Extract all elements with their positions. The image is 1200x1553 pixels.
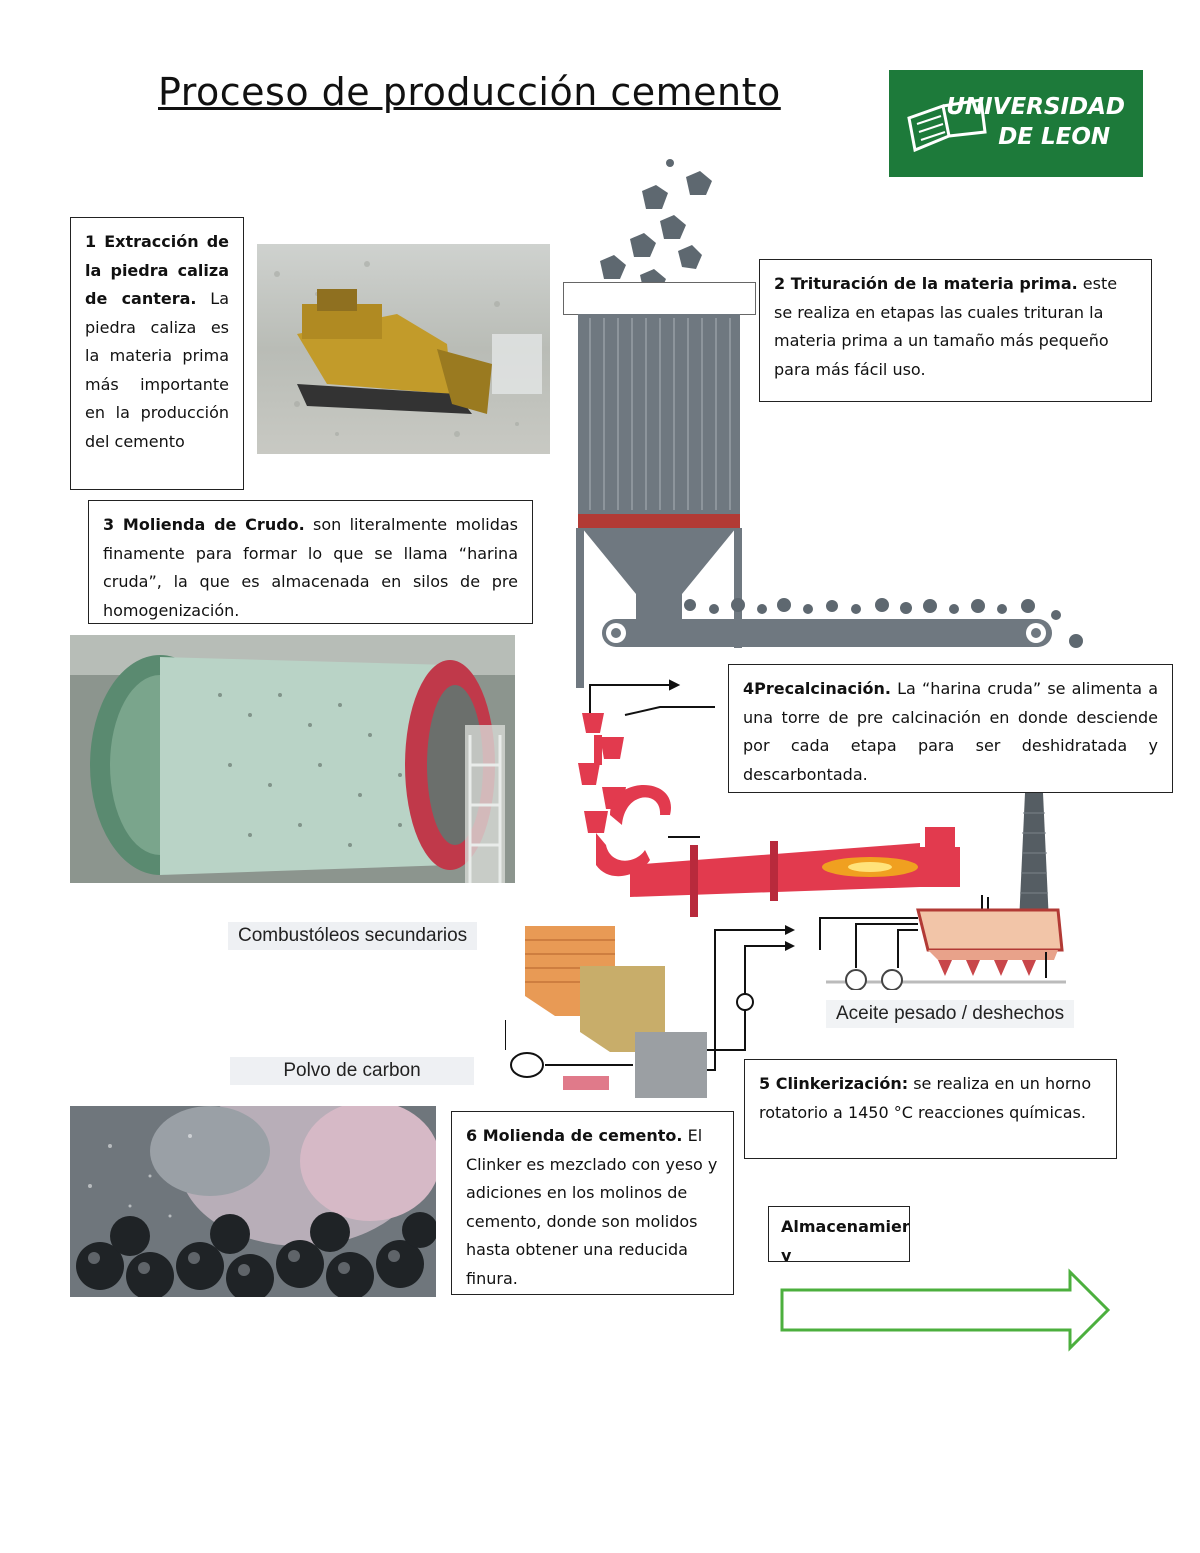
label-secondary-fuels: Combustóleos secundarios bbox=[228, 922, 478, 950]
stones-icon bbox=[600, 159, 712, 295]
kiln-and-preheater bbox=[578, 679, 989, 917]
logo-line-1: UNIVERSIDAD bbox=[946, 94, 1125, 120]
silo bbox=[576, 314, 742, 688]
step-6-heading: 6 Molienda de cemento. bbox=[466, 1126, 683, 1145]
step-7-box: Almacenamiento y bbox=[768, 1206, 910, 1262]
step-5-heading: 5 Clinkerización: bbox=[759, 1074, 909, 1093]
step-6-box: 6 Molienda de cemento. El Clinker es mez… bbox=[451, 1111, 734, 1295]
conveyor-belt bbox=[602, 598, 1083, 648]
step-2-heading: 2 Trituración de la materia prima. bbox=[774, 274, 1078, 293]
step-3-box: 3 Molienda de Crudo. son literalmente mo… bbox=[88, 500, 533, 624]
step-1-heading: 1 Extracción de la piedra caliza de cant… bbox=[85, 232, 229, 308]
step-2-text: este se realiza en etapas las cuales tri… bbox=[774, 274, 1118, 379]
university-logo: UNIVERSIDAD DE LEON bbox=[889, 70, 1143, 177]
step-7-heading: Almacenamiento y bbox=[781, 1217, 909, 1262]
step-4-text: La “harina cruda” se alimenta a una torr… bbox=[743, 679, 1158, 784]
book-icon bbox=[907, 98, 987, 153]
page-title: Proceso de producción cemento bbox=[158, 70, 781, 114]
step-5-box: 5 Clinkerización: se realiza en un horno… bbox=[744, 1059, 1117, 1159]
clinker-cooler bbox=[819, 908, 1066, 990]
arrow-right-icon bbox=[780, 1268, 1111, 1352]
step-4-box: 4Precalcinación. La “harina cruda” se al… bbox=[728, 664, 1173, 793]
label-heavy-oil: Aceite pesado / deshechos bbox=[826, 1000, 1075, 1028]
cement-mill-photo bbox=[70, 1106, 436, 1297]
step-3-text: son literalmente molidas finamente para … bbox=[103, 515, 518, 620]
chimney bbox=[1019, 793, 1049, 923]
step-3-heading: 3 Molienda de Crudo. bbox=[103, 515, 305, 534]
step-4-heading: 4Precalcinación. bbox=[743, 679, 891, 698]
step-1-text: La piedra caliza es la materia prima más… bbox=[85, 289, 229, 451]
step-1-box: 1 Extracción de la piedra caliza de cant… bbox=[70, 217, 244, 490]
fuel-system bbox=[505, 925, 795, 1098]
silo-cap bbox=[563, 282, 756, 315]
step-2-box: 2 Trituración de la materia prima. este … bbox=[759, 259, 1152, 402]
raw-mill-photo bbox=[70, 635, 515, 883]
step-5-text: se realiza en un horno rotatorio a 1450 … bbox=[759, 1074, 1092, 1122]
logo-line-2: DE LEON bbox=[998, 124, 1111, 150]
label-coal-dust: Polvo de carbon bbox=[230, 1057, 474, 1085]
quarry-photo bbox=[257, 244, 550, 454]
step-6-text: El Clinker es mezclado con yeso y adicio… bbox=[466, 1126, 718, 1288]
